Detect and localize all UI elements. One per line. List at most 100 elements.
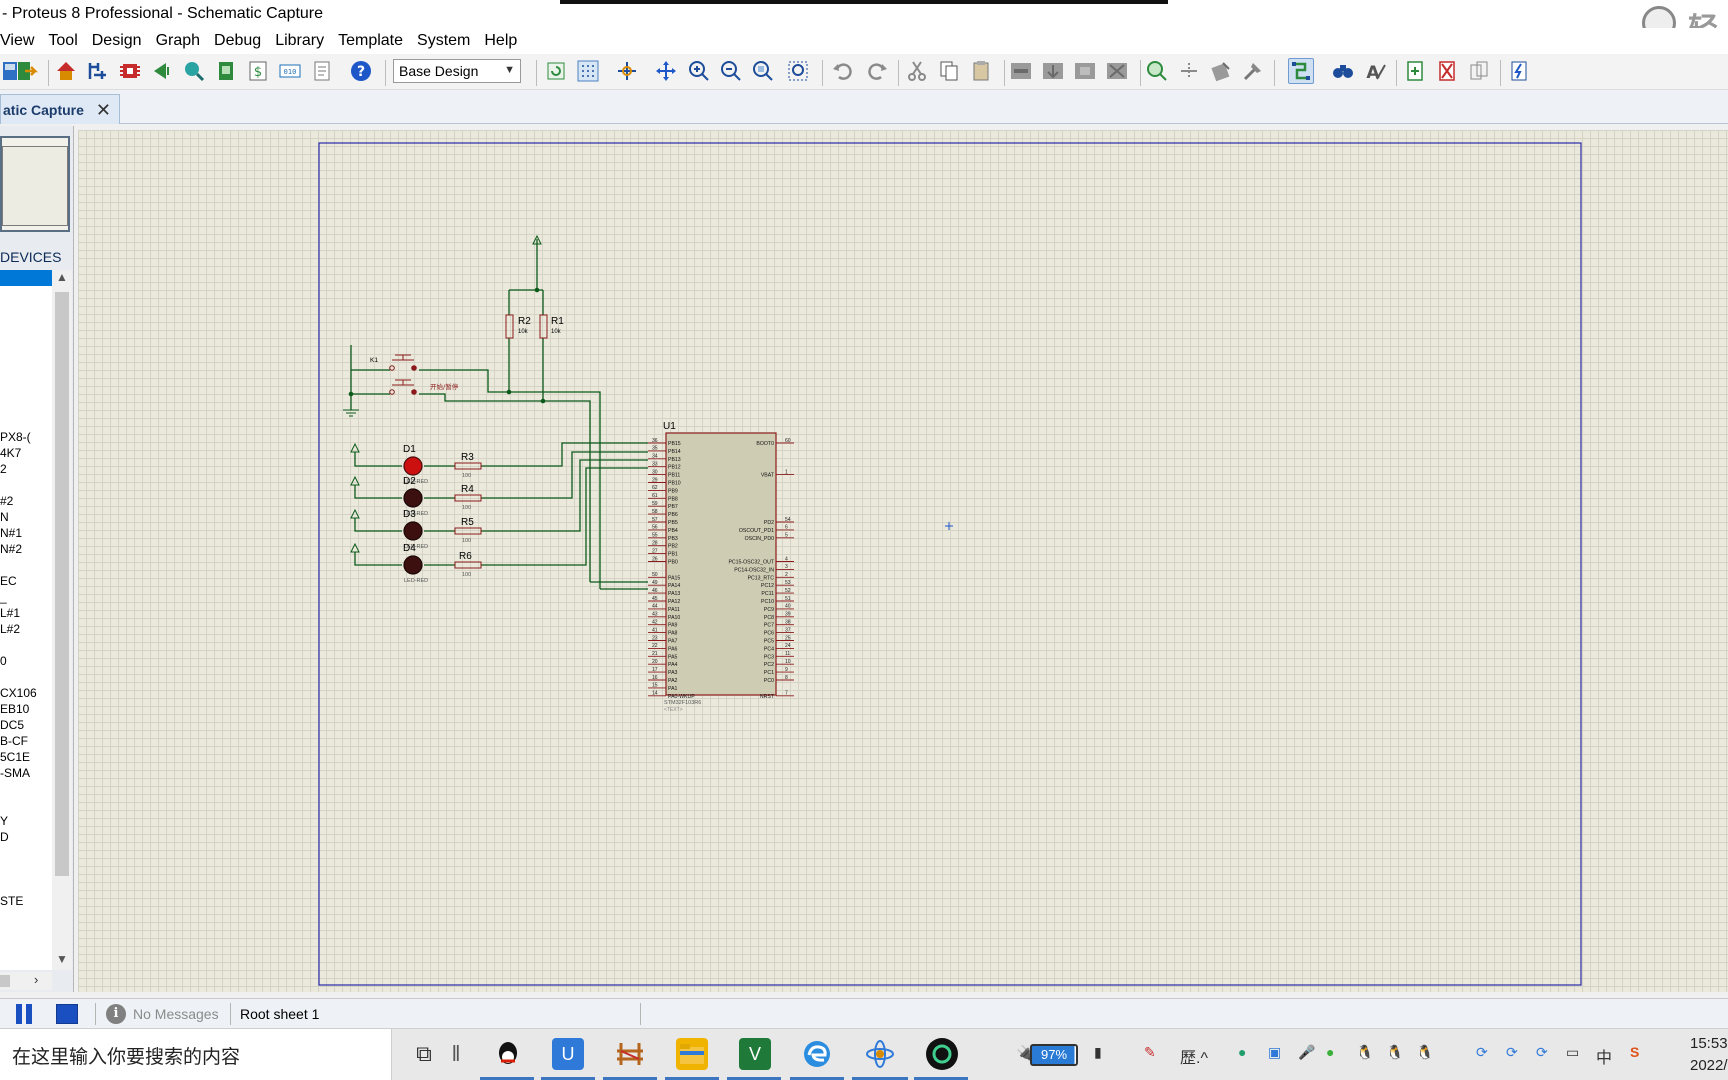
device-list-item[interactable]: -SMA: [0, 766, 30, 780]
mcu-u1[interactable]: U1 STM32F103R6 <TEXT> 36PB1535PB1434PB13…: [648, 421, 794, 713]
pcb-icon[interactable]: [117, 58, 143, 84]
device-list-item[interactable]: PX8-(: [0, 430, 31, 444]
device-list-item[interactable]: _: [0, 590, 7, 604]
menu-tool[interactable]: Tool: [48, 32, 78, 49]
messages-status[interactable]: No Messages: [133, 1006, 219, 1022]
redo-icon[interactable]: [864, 58, 890, 84]
recorder-icon[interactable]: [926, 1038, 958, 1070]
bill-of-materials-icon[interactable]: $: [245, 58, 271, 84]
device-list-item[interactable]: N: [0, 510, 9, 524]
led-d3[interactable]: D3 LED-RED: [403, 509, 428, 550]
task-view-icon[interactable]: ⧉: [416, 1041, 432, 1066]
cut-icon[interactable]: [904, 58, 930, 84]
block-copy-icon[interactable]: [1008, 58, 1034, 84]
block-delete-icon[interactable]: [1104, 58, 1130, 84]
resistor-r1[interactable]: R1 10k: [539, 314, 564, 339]
device-list-item[interactable]: 4K7: [0, 446, 22, 460]
schematic-icon[interactable]: [85, 58, 111, 84]
device-list-item[interactable]: N#2: [0, 542, 23, 556]
block-rotate-icon[interactable]: [1072, 58, 1098, 84]
app-u-icon[interactable]: U: [552, 1038, 584, 1070]
search-tag-icon[interactable]: [1330, 58, 1356, 84]
undo-icon[interactable]: [830, 58, 856, 84]
tray-usb-icon[interactable]: ▣: [1268, 1044, 1282, 1060]
menu-help[interactable]: Help: [484, 32, 518, 49]
microphone-icon[interactable]: 🎤: [1298, 1044, 1316, 1060]
switch-start-pause[interactable]: 开始/暂停: [389, 379, 459, 395]
battery-indicator[interactable]: 97%: [1030, 1044, 1078, 1066]
device-list-scrollbar[interactable]: ▲ ▼: [52, 270, 72, 970]
schematic-canvas[interactable]: R2 10k R1 10k K1 开始/暂停 D1 LED-RED: [78, 130, 1728, 992]
zoom-area-icon[interactable]: [785, 58, 811, 84]
clock[interactable]: 15:53 2022/6: [1690, 1033, 1728, 1077]
menu-library[interactable]: Library: [275, 32, 325, 49]
variant-select[interactable]: Base Design ▼: [393, 59, 521, 83]
menu-view[interactable]: View: [0, 32, 35, 49]
tray-sync-icon-3[interactable]: ⟳: [1536, 1044, 1548, 1060]
resistor-r2[interactable]: R2 10k: [505, 314, 531, 339]
led-d1[interactable]: D1 LED-RED: [403, 444, 428, 485]
overview-window[interactable]: [0, 136, 70, 232]
make-device-icon[interactable]: [1176, 58, 1202, 84]
qq-tray-icon-2[interactable]: 🐧: [1386, 1044, 1404, 1060]
paste-icon[interactable]: [968, 58, 994, 84]
copy-icon[interactable]: [936, 58, 962, 84]
grid-toggle-icon[interactable]: [575, 58, 601, 84]
scroll-up-icon[interactable]: ▲: [56, 270, 68, 284]
electrical-rule-check-icon[interactable]: [1506, 58, 1532, 84]
tray-sync-icon-1[interactable]: ⟳: [1476, 1044, 1488, 1060]
switch-k1[interactable]: K1: [370, 354, 417, 371]
design-explorer-icon[interactable]: [213, 58, 239, 84]
sogou-icon[interactable]: S: [1630, 1044, 1640, 1060]
device-list-item[interactable]: 5C1E: [0, 750, 31, 764]
device-list-item[interactable]: L#2: [0, 622, 21, 636]
resistor-r5[interactable]: R5 100: [454, 517, 482, 544]
decompose-icon[interactable]: [1240, 58, 1266, 84]
menu-graph[interactable]: Graph: [155, 32, 201, 49]
close-icon[interactable]: ✕: [95, 100, 111, 120]
tray-text[interactable]: 歷.^: [1180, 1050, 1208, 1067]
3d-viewer-icon[interactable]: [149, 58, 175, 84]
device-list-item[interactable]: CX106: [0, 686, 37, 700]
edge-browser-icon[interactable]: [801, 1038, 833, 1070]
device-list-item[interactable]: 0: [0, 654, 7, 668]
resistor-r3[interactable]: R3 100: [454, 452, 482, 479]
menu-template[interactable]: Template: [338, 32, 404, 49]
remove-sheet-icon[interactable]: [1434, 58, 1460, 84]
zoom-all-icon[interactable]: [750, 58, 776, 84]
device-list-item[interactable]: 2: [0, 462, 7, 476]
pick-device-icon[interactable]: [1144, 58, 1170, 84]
gerber-icon[interactable]: [181, 58, 207, 84]
zoom-in-icon[interactable]: [686, 58, 712, 84]
wechat-icon[interactable]: ●: [1326, 1044, 1335, 1060]
stop-simulation-button[interactable]: [56, 1004, 78, 1024]
save-icon[interactable]: [0, 58, 26, 84]
led-d4[interactable]: D4 LED-RED: [403, 543, 428, 584]
tray-sync-icon-2[interactable]: ⟳: [1506, 1044, 1518, 1060]
device-list-item[interactable]: #2: [0, 494, 14, 508]
notes-icon[interactable]: [309, 58, 335, 84]
resistor-r6[interactable]: R6 100: [454, 551, 482, 578]
scroll-right-icon[interactable]: ›: [34, 972, 39, 987]
device-list-item[interactable]: DC5: [0, 718, 25, 732]
menu-debug[interactable]: Debug: [214, 32, 262, 49]
exit-to-parent-icon[interactable]: [1466, 58, 1492, 84]
home-icon[interactable]: [53, 58, 79, 84]
scroll-down-icon[interactable]: ▼: [56, 952, 68, 966]
menu-system[interactable]: System: [417, 32, 471, 49]
property-assignment-icon[interactable]: A: [1362, 58, 1388, 84]
tray-green-icon[interactable]: ●: [1238, 1044, 1247, 1060]
origin-icon[interactable]: [614, 58, 640, 84]
refresh-icon[interactable]: [543, 58, 569, 84]
resistor-r4[interactable]: R4 100: [454, 484, 482, 511]
scroll-thumb[interactable]: [55, 292, 69, 876]
zoom-out-icon[interactable]: [718, 58, 744, 84]
block-move-icon[interactable]: [1040, 58, 1066, 84]
device-list-item[interactable]: D: [0, 830, 9, 844]
proteus-isis-icon[interactable]: [614, 1038, 646, 1070]
qq-tray-icon-3[interactable]: 🐧: [1416, 1044, 1434, 1060]
proteus-app-icon[interactable]: [864, 1038, 896, 1070]
taskbar-search-input[interactable]: 在这里输入你要搜索的内容: [0, 1029, 392, 1080]
packaging-tool-icon[interactable]: [1208, 58, 1234, 84]
